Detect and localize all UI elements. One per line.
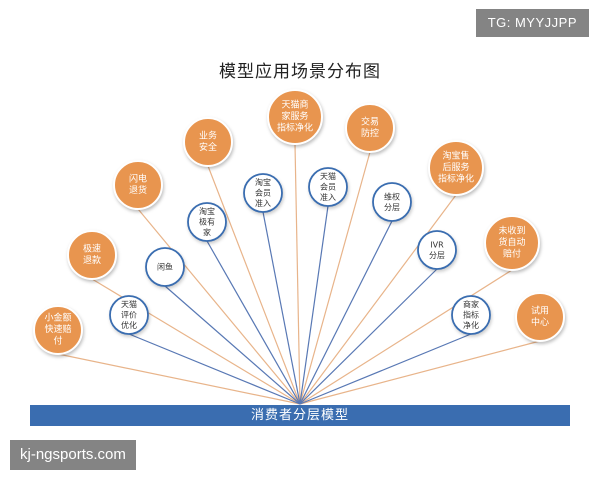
connector-taobao-member-access xyxy=(262,211,301,405)
connector-taobao-youjia xyxy=(206,240,301,405)
scenario-label-ivr-tiering: 分层 xyxy=(429,251,445,260)
scenario-label-tmall-review-optimize: 评价 xyxy=(121,311,137,320)
watermark-bottom: kj-ngsports.com xyxy=(10,440,136,470)
scenario-label-business-security: 安全 xyxy=(199,141,217,153)
diagram-title: 模型应用场景分布图 xyxy=(219,62,381,82)
scenario-label-unreceived-auto-compensation: 未收到 xyxy=(498,225,525,237)
connector-ivr-tiering xyxy=(299,268,438,405)
scenario-circle-express-refund xyxy=(67,230,117,280)
scenario-circle-taobao-aftersale-purify xyxy=(428,140,484,196)
scenario-label-taobao-aftersale-purify: 后服务 xyxy=(442,161,469,173)
connector-xianyu xyxy=(164,285,301,405)
scenario-label-taobao-youjia: 极有 xyxy=(199,217,215,227)
scenario-label-taobao-member-access: 准入 xyxy=(255,198,271,208)
connector-tmall-merchant-service-purify xyxy=(294,143,301,405)
scenario-label-flash-refund: 退货 xyxy=(129,184,147,196)
scenario-circle-rights-tiering xyxy=(372,182,412,222)
scenario-label-merchant-metric-purify: 商家 xyxy=(463,299,479,309)
connector-merchant-metric-purify xyxy=(299,333,472,405)
scenario-label-small-amount-fast-payout: 付 xyxy=(53,336,62,347)
scenario-label-tmall-member-access: 天猫 xyxy=(320,171,336,181)
connector-rights-tiering xyxy=(299,220,393,405)
scenario-circle-tmall-review-optimize xyxy=(109,295,149,335)
connector-transaction-risk-control xyxy=(299,151,371,405)
connector-trial-center xyxy=(299,340,541,405)
scenario-circle-small-amount-fast-payout xyxy=(33,305,83,355)
scenario-circle-taobao-youjia xyxy=(187,202,227,242)
scenario-label-tmall-member-access: 会员 xyxy=(320,182,336,192)
scenario-label-taobao-aftersale-purify: 淘宝售 xyxy=(442,150,469,162)
scenario-circle-unreceived-auto-compensation xyxy=(484,215,540,271)
watermark-top: TG: MYYJJPP xyxy=(475,9,589,37)
scenario-circle-tmall-member-access xyxy=(308,167,348,207)
scenario-label-trial-center: 中心 xyxy=(531,316,549,328)
connector-tmall-member-access xyxy=(299,205,329,405)
scenario-label-taobao-youjia: 家 xyxy=(203,227,211,237)
scenario-node-xianyu: 闲鱼 xyxy=(145,247,185,287)
scenario-label-small-amount-fast-payout: 小金额 xyxy=(44,312,71,324)
scenario-label-tmall-review-optimize: 优化 xyxy=(121,320,137,330)
scenario-circle-flash-refund xyxy=(113,160,163,210)
connector-tmall-review-optimize xyxy=(128,333,301,405)
connector-taobao-aftersale-purify xyxy=(299,194,457,405)
connector-flash-refund xyxy=(137,208,301,405)
scenario-label-rights-tiering: 分层 xyxy=(384,203,400,212)
scenario-label-taobao-member-access: 淘宝 xyxy=(255,177,271,187)
scenario-label-ivr-tiering: IVR xyxy=(430,240,444,249)
scenario-circle-merchant-metric-purify xyxy=(451,295,491,335)
scenario-label-xianyu: 闲鱼 xyxy=(157,262,173,272)
scenario-label-unreceived-auto-compensation: 赔付 xyxy=(503,248,521,260)
scenario-label-flash-refund: 闪电 xyxy=(129,172,147,184)
scenario-label-tmall-review-optimize: 天猫 xyxy=(121,299,137,309)
scenario-label-taobao-member-access: 会员 xyxy=(255,188,271,198)
scenario-label-transaction-risk-control: 交易 xyxy=(361,115,379,127)
scenario-circle-trial-center xyxy=(515,292,565,342)
scenario-label-taobao-aftersale-purify: 指标净化 xyxy=(438,173,474,185)
scenario-label-merchant-metric-purify: 净化 xyxy=(463,320,479,330)
scenario-label-unreceived-auto-compensation: 货自动 xyxy=(498,236,525,248)
scenario-label-trial-center: 试用 xyxy=(531,304,549,316)
scenario-circle-transaction-risk-control xyxy=(345,103,395,153)
consumer-tier-model-bar: 消费者分层模型 xyxy=(30,405,570,426)
scenario-label-business-security: 业务 xyxy=(199,129,217,141)
scenario-label-merchant-metric-purify: 指标 xyxy=(463,310,479,320)
scenario-circle-tmall-merchant-service-purify xyxy=(267,89,323,145)
scenario-label-tmall-merchant-service-purify: 家服务 xyxy=(281,110,308,122)
scenario-circle-ivr-tiering xyxy=(417,230,457,270)
connector-business-security xyxy=(207,165,301,405)
scenario-circle-xianyu xyxy=(145,247,185,287)
scenario-label-tmall-merchant-service-purify: 天猫商 xyxy=(281,99,308,111)
connector-unreceived-auto-compensation xyxy=(299,269,513,405)
scenario-label-taobao-youjia: 淘宝 xyxy=(199,206,215,216)
scenario-label-express-refund: 退款 xyxy=(83,254,101,266)
scenario-circle-business-security xyxy=(183,117,233,167)
scenario-circle-taobao-member-access xyxy=(243,173,283,213)
scenario-label-small-amount-fast-payout: 快速赔 xyxy=(44,323,71,335)
scenario-label-express-refund: 极速 xyxy=(83,242,101,254)
scenario-label-tmall-merchant-service-purify: 指标净化 xyxy=(277,122,313,134)
scenario-node-ivr-tiering: IVR 分层 xyxy=(417,230,457,270)
scenario-label-tmall-member-access: 准入 xyxy=(320,192,336,202)
scenario-label-transaction-risk-control: 防控 xyxy=(361,127,379,139)
scenario-label-rights-tiering: 维权 xyxy=(384,191,400,201)
connector-small-amount-fast-payout xyxy=(57,353,301,405)
